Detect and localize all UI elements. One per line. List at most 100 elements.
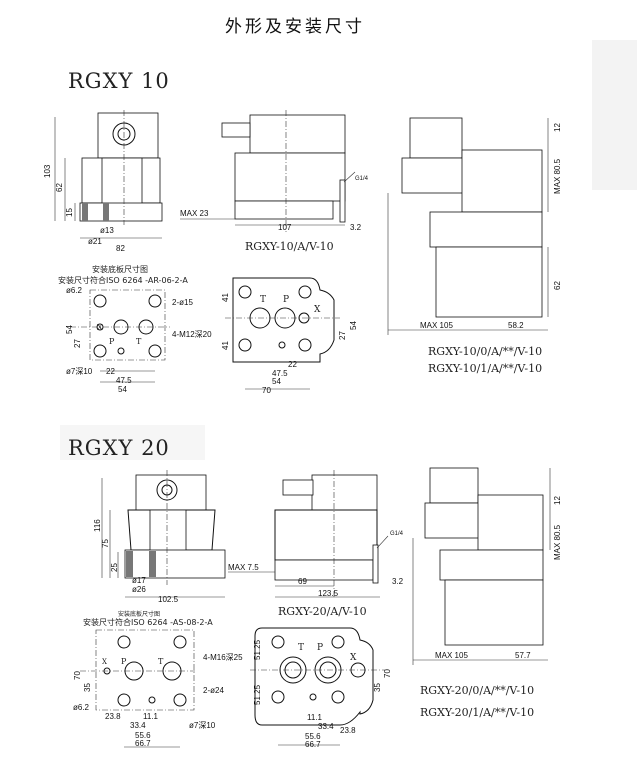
- port-x: X: [97, 323, 103, 332]
- dim-d26: ø26: [132, 585, 146, 594]
- dim-15: 15: [65, 208, 74, 217]
- dim-d6-2: ø6.2: [66, 286, 83, 295]
- dim-82: 82: [116, 244, 125, 253]
- section-heading-rgxy20: RGXY 20: [68, 436, 170, 460]
- dim-d7-20: ø7深10: [189, 721, 216, 730]
- rgxy20-right-view: [412, 467, 551, 665]
- dim-55-6: 55.6: [135, 731, 151, 740]
- dim-d17: ø17: [132, 576, 146, 585]
- caption-rgxy10-1: RGXY-10/1/A/**/V-10: [428, 362, 542, 375]
- rgxy20-front-view: [101, 470, 226, 598]
- dim-max7-5: MAX 7.5: [228, 563, 259, 572]
- dim-54-face: 54: [272, 377, 281, 386]
- port-t-20: T: [158, 657, 164, 666]
- g14-label-20: G1/4: [390, 531, 404, 537]
- rgxy20-mounting-face: [250, 627, 385, 746]
- dim-2-d15: 2-ø15: [172, 298, 193, 307]
- g14-label: G1/4: [355, 176, 369, 182]
- dim-d7: ø7深10: [66, 367, 93, 376]
- dim-62-right: 62: [553, 281, 562, 290]
- dim-54-vertical: 54: [65, 325, 74, 334]
- face-port-x-20: X: [350, 653, 357, 663]
- dim-22-face: 22: [288, 360, 297, 369]
- dim-47-5-face: 47.5: [272, 369, 288, 378]
- dim-11-1-face: 11.1: [307, 713, 323, 722]
- subplate-title-20: 安装底板尺寸图: [118, 610, 160, 618]
- dim-3-2-20: 3.2: [392, 577, 404, 586]
- dim-33-4-face: 33.4: [318, 722, 334, 731]
- dim-66-7: 66.7: [135, 739, 151, 748]
- subplate-title: 安装底板尺寸图: [92, 264, 148, 274]
- dim-116: 116: [93, 519, 102, 532]
- section-heading-rgxy10: RGXY 10: [68, 69, 170, 93]
- heading-background: [60, 425, 205, 460]
- subplate-standard: 安装尺寸符合ISO 6264 -AR-06-2-A: [58, 275, 188, 285]
- rgxy10-mounting-face: [225, 277, 340, 390]
- dim-max80-5: MAX 80.5: [553, 158, 562, 194]
- dim-12: 12: [553, 123, 562, 132]
- face-port-t: T: [260, 295, 266, 305]
- dim-41-top: 41: [221, 293, 230, 302]
- dim-max80-5-20: MAX 80.5: [553, 524, 562, 560]
- dim-41-bottom: 41: [221, 341, 230, 350]
- dim-102-5: 102.5: [158, 595, 179, 604]
- dim-107: 107: [278, 223, 292, 232]
- rgxy10-side-view: [180, 110, 356, 232]
- dim-70-face: 70: [262, 386, 271, 395]
- caption-rgxy20-0: RGXY-20/0/A/**/V-10: [420, 684, 534, 697]
- rgxy10-subplate: [70, 289, 170, 383]
- page-title: 外形及安装尺寸: [225, 17, 365, 37]
- face-port-p: P: [283, 295, 289, 305]
- port-p-20: P: [121, 657, 127, 666]
- dim-d21: ø21: [88, 237, 102, 246]
- dim-54-face-vertical: 54: [349, 321, 358, 330]
- dim-35-subplate: 35: [83, 683, 92, 692]
- dim-66-7-face: 66.7: [305, 740, 321, 749]
- face-port-t-20: T: [298, 643, 304, 653]
- dim-d13: ø13: [100, 226, 114, 235]
- caption-rgxy20-1: RGXY-20/1/A/**/V-10: [420, 706, 534, 719]
- dim-4-m12: 4-M12深20: [172, 330, 212, 339]
- rgxy20-side-view: [228, 470, 389, 598]
- dim-51-25-top: 51.25: [253, 639, 262, 660]
- dim-11-1: 11.1: [143, 712, 159, 721]
- dim-4-m16: 4-M16深25: [203, 653, 243, 662]
- dim-max105: MAX 105: [420, 321, 453, 330]
- dim-70-subplate: 70: [73, 671, 82, 680]
- dim-12-20: 12: [553, 496, 562, 505]
- rgxy10-right-view: [387, 117, 549, 335]
- dim-58-2: 58.2: [508, 321, 524, 330]
- dim-23-8: 23.8: [105, 712, 121, 721]
- face-port-p-20: P: [317, 643, 323, 653]
- caption-rgxy20-a-v: RGXY-20/A/V-10: [278, 605, 367, 618]
- dim-35-face-20: 35: [373, 683, 382, 692]
- rgxy20-subplate: [80, 629, 195, 748]
- dim-70-face-20: 70: [383, 669, 392, 678]
- dim-22: 22: [106, 367, 115, 376]
- dim-54: 54: [118, 385, 127, 394]
- dim-27: 27: [73, 339, 82, 348]
- dim-d6-2-20: ø6.2: [73, 703, 90, 712]
- dim-69: 69: [298, 577, 307, 586]
- background-patch: [592, 40, 637, 190]
- dim-max23: MAX 23: [180, 209, 209, 218]
- face-port-x: X: [314, 305, 321, 315]
- caption-rgxy10-a-v: RGXY-10/A/V-10: [245, 240, 334, 253]
- dim-57-7: 57.7: [515, 651, 531, 660]
- subplate-standard-20: 安装尺寸符合ISO 6264 -AS-08-2-A: [83, 617, 213, 627]
- port-t: T: [136, 337, 142, 346]
- dim-55-6-face: 55.6: [305, 732, 321, 741]
- port-x-20: X: [102, 658, 107, 666]
- port-p: P: [109, 337, 115, 346]
- dim-3-2: 3.2: [350, 223, 362, 232]
- dim-51-25-bottom: 51.25: [253, 684, 262, 705]
- dim-75: 75: [101, 539, 110, 548]
- caption-rgxy10-0: RGXY-10/0/A/**/V-10: [428, 345, 542, 358]
- dim-2-d24: 2-ø24: [203, 686, 224, 695]
- dim-103: 103: [43, 164, 52, 178]
- dim-33-4: 33.4: [130, 721, 146, 730]
- dim-47-5: 47.5: [116, 376, 132, 385]
- dim-23-8-face: 23.8: [340, 726, 356, 735]
- dim-max105-20: MAX 105: [435, 651, 468, 660]
